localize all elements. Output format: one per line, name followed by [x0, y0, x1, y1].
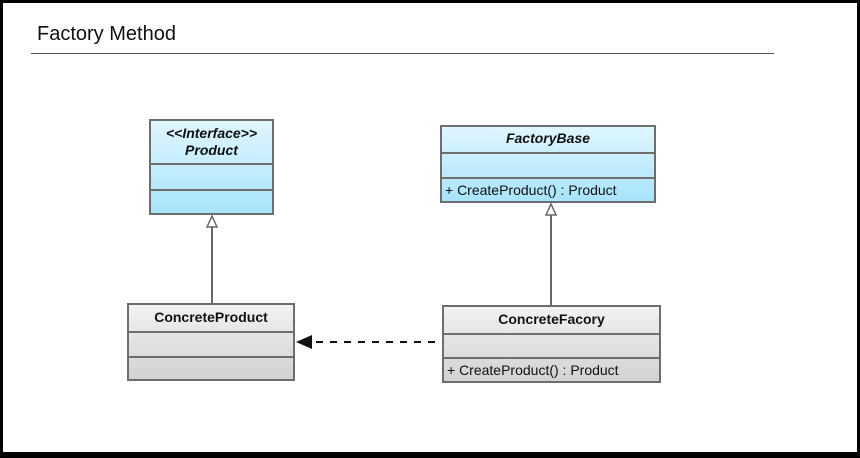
concrete-product-operations-section [129, 356, 293, 379]
product-interface-class[interactable]: <<Interface>> Product [149, 119, 274, 215]
diagram-title: Factory Method [37, 23, 176, 45]
concrete-product-name-section: ConcreteProduct [129, 305, 293, 331]
concrete-factory-operations-section: + CreateProduct() : Product [444, 357, 659, 381]
concrete-factory-class[interactable]: ConcreteFacory + CreateProduct() : Produ… [442, 305, 661, 383]
factory-base-class[interactable]: FactoryBase + CreateProduct() : Product [440, 125, 656, 203]
product-class-name: Product [185, 142, 238, 158]
concrete-product-attributes-section [129, 331, 293, 356]
concrete-product-class[interactable]: ConcreteProduct [127, 303, 295, 381]
product-attributes-section [151, 163, 272, 189]
product-operations-section [151, 189, 272, 213]
title-divider [31, 53, 774, 54]
creates-dependency-connector [296, 335, 435, 349]
concrete-factory-name-section: ConcreteFacory [444, 307, 659, 333]
relationship-connectors [205, 202, 558, 349]
product-name-section: <<Interface>> Product [151, 121, 272, 163]
concrete-factory-create-product-operation: + CreateProduct() : Product [447, 362, 619, 378]
factory-base-class-name: FactoryBase [505, 130, 591, 146]
concrete-factory-class-name: ConcreteFacory [498, 311, 605, 327]
factory-base-operations-section: + CreateProduct() : Product [442, 177, 654, 201]
factory-base-create-product-operation: + CreateProduct() : Product [445, 182, 617, 198]
concrete-product-class-name: ConcreteProduct [154, 309, 268, 325]
concrete-factory-attributes-section [444, 333, 659, 357]
product-realization-connector [205, 214, 219, 303]
factory-base-name-section: FactoryBase [442, 127, 654, 152]
factory-generalization-connector [544, 202, 558, 305]
factory-base-attributes-section [442, 152, 654, 177]
product-stereotype: <<Interface>> [165, 125, 258, 141]
